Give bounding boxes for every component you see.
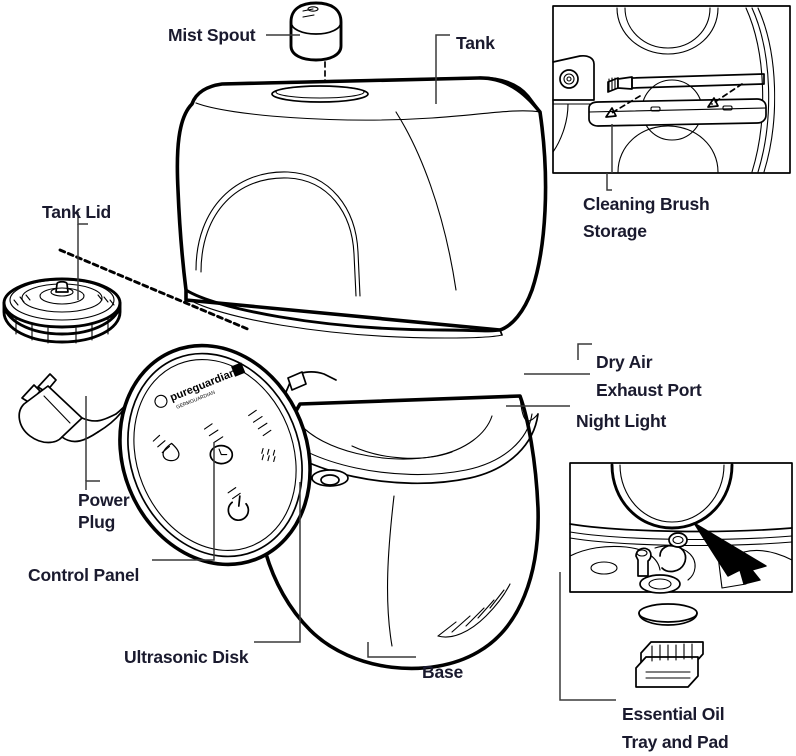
power-button[interactable]: [218, 484, 258, 528]
pointer-arrow-icon: [694, 523, 766, 584]
label-ultrasonic-disk: Ultrasonic Disk: [124, 647, 249, 667]
essential-oil-inset: [569, 462, 793, 593]
label-mist-spout: Mist Spout: [168, 25, 256, 45]
cleaning-brush-inset: [552, 5, 791, 174]
timer-button[interactable]: [197, 420, 239, 472]
label-control-panel: Control Panel: [28, 565, 140, 585]
label-power-plug-2: Plug: [78, 512, 116, 532]
tank-lid-alignment-dash: [58, 248, 252, 332]
label-base: Base: [422, 662, 464, 682]
tank-part: [175, 76, 548, 339]
tank-lid-part: [2, 277, 122, 344]
label-exhaust-port: Exhaust Port: [596, 380, 702, 400]
control-panel-part: pureguardian GERMGUARDIAN: [118, 343, 312, 567]
mist-level-button[interactable]: [244, 408, 282, 465]
label-cleaning-brush: Cleaning Brush: [583, 194, 710, 214]
label-night-light: Night Light: [576, 411, 667, 431]
label-cleaning-brush-2: Storage: [583, 221, 647, 241]
label-dry-air: Dry Air: [596, 352, 653, 372]
label-tank: Tank: [456, 33, 495, 53]
leader-lines: [77, 34, 616, 701]
mist-spout-part: [289, 1, 343, 62]
essential-oil-pad-icon: [638, 603, 698, 626]
base-part: [256, 371, 540, 671]
label-essential-oil: Essential Oil: [622, 704, 725, 724]
essential-oil-tray-icon: [635, 641, 704, 688]
label-power-plug: Power: [78, 490, 130, 510]
label-tank-lid: Tank Lid: [42, 202, 112, 222]
label-essential-oil-2: Tray and Pad: [622, 732, 729, 752]
power-plug-part: [18, 373, 137, 444]
night-light-button[interactable]: [152, 430, 185, 467]
